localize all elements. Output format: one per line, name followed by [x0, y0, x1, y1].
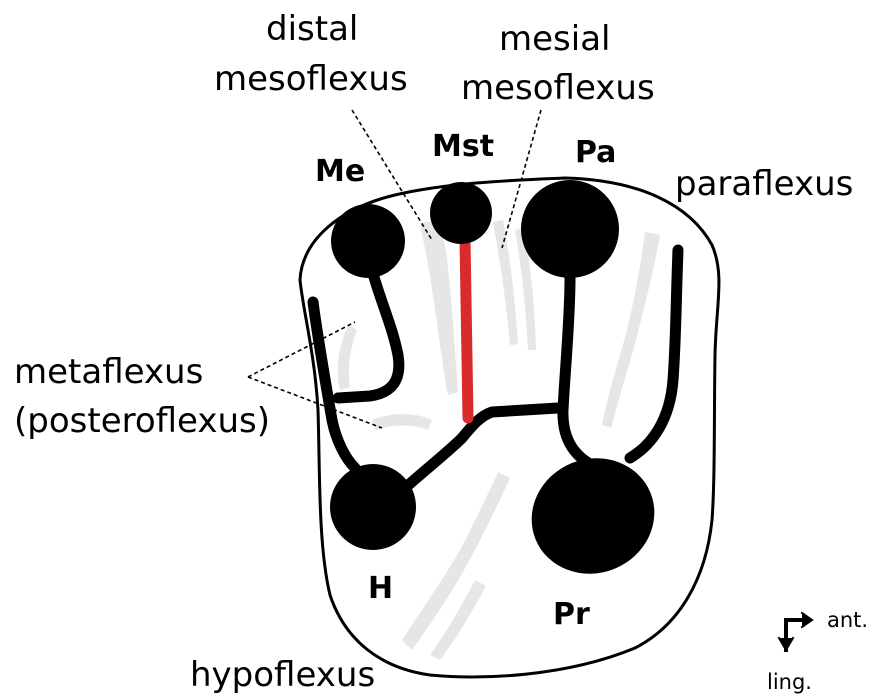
label-cusp-me: Me: [315, 154, 365, 189]
label-cusp-h: H: [368, 571, 393, 606]
lingual-arrowhead-icon: [779, 638, 793, 650]
orientation-indicator: [779, 613, 812, 650]
label-paraflexus: paraflexus: [675, 164, 853, 204]
svg-text:distal mesoflexus: distal mesoflexus: [214, 9, 408, 99]
label-cusp-mst: Mst: [432, 129, 494, 164]
label-hypoflexus: hypoflexus: [190, 655, 375, 695]
label-anterior: ant.: [827, 608, 868, 632]
anterior-arrowhead-icon: [802, 613, 812, 627]
mst-red-ridge: [465, 240, 468, 418]
label-cusp-pr: Pr: [553, 597, 590, 632]
svg-text:mesial mesoflexus: mesial mesoflexus: [461, 19, 655, 108]
cusp-me: [331, 204, 405, 278]
cusp-pa: [521, 180, 619, 278]
label-distal-mesoflexus-line1: distal: [266, 9, 358, 49]
label-distal-mesoflexus-line2: mesoflexus: [214, 59, 408, 99]
label-cusp-pa: Pa: [575, 135, 616, 170]
cusp-h: [330, 464, 416, 550]
cusp-mst: [430, 182, 492, 244]
label-metaflexus-line2: (posteroflexus): [14, 401, 270, 441]
label-mesial-mesoflexus-line2: mesoflexus: [461, 68, 655, 108]
label-metaflexus-line1: metaflexus: [14, 352, 203, 392]
svg-text:metaflexus (posteroflexus): metaflexus (posteroflexus): [14, 352, 270, 441]
label-lingual: ling.: [767, 670, 812, 694]
label-mesial-mesoflexus-line1: mesial: [499, 19, 610, 59]
